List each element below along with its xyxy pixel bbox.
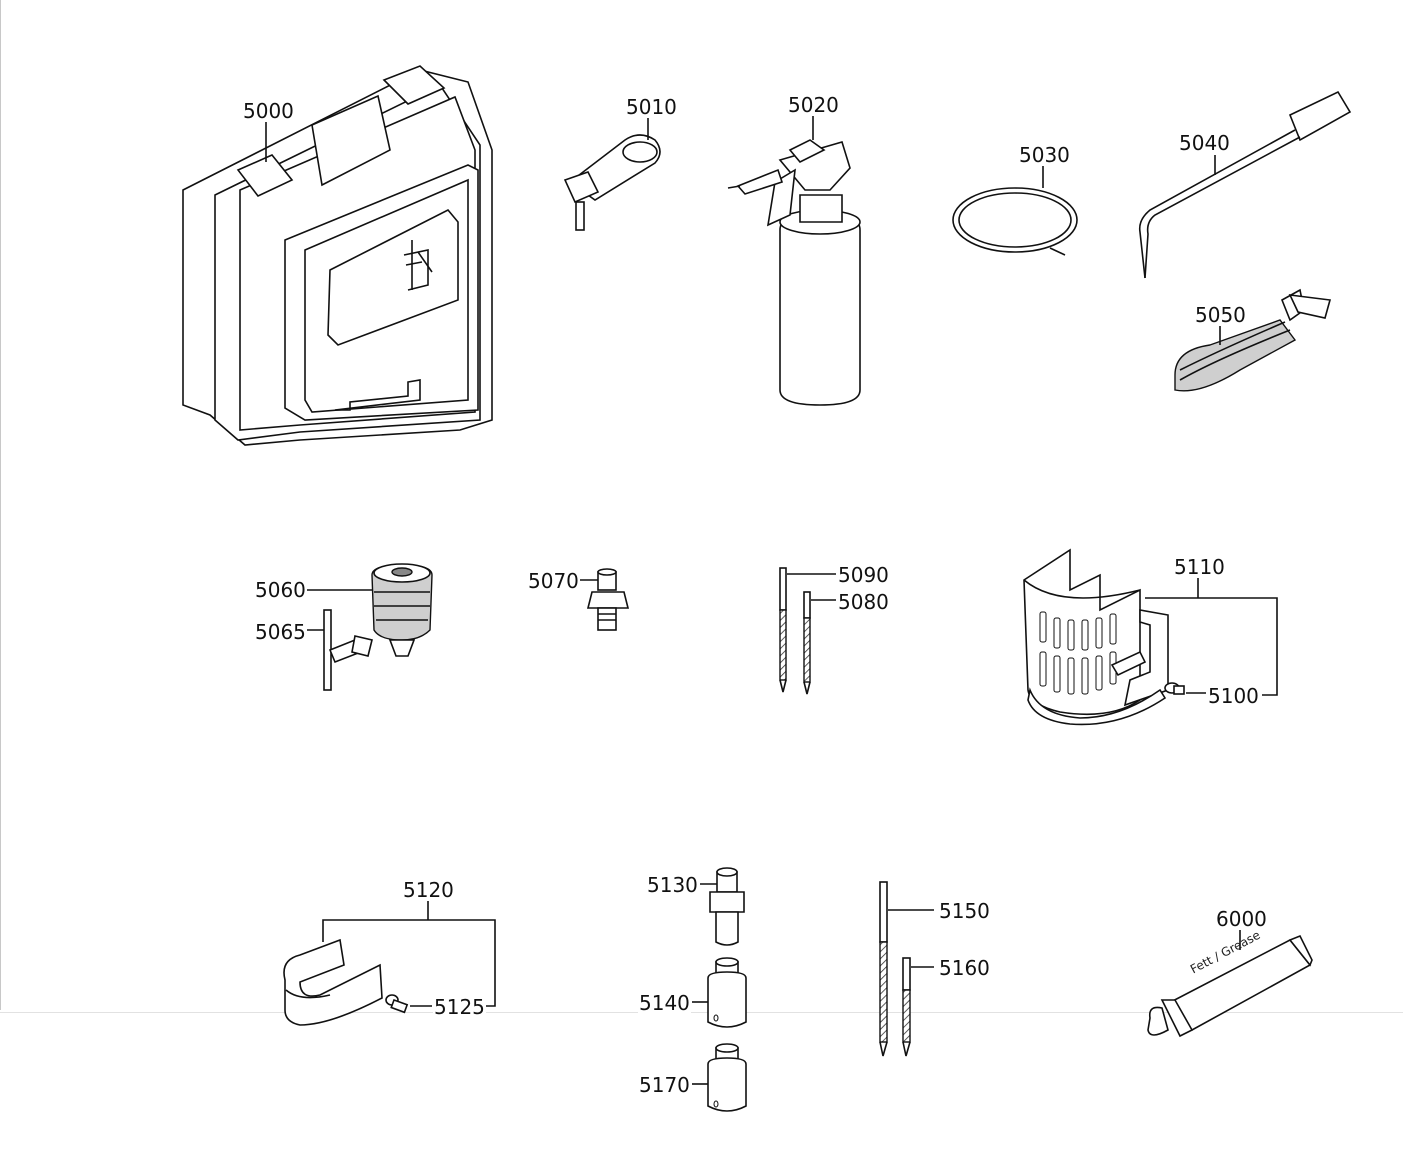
clip-bracket [322,900,496,1007]
case-drawing [182,65,493,446]
guard-drawing [1023,548,1169,726]
part-number-5150: 5150 [938,899,991,923]
drill-bits-drawing [779,567,836,695]
frame-left-rule [0,0,1,1010]
long-bits-drawing [879,881,934,1057]
arbor-a-drawing [700,867,745,946]
part-number-5010: 5010 [625,95,678,119]
part-number-5000: 5000 [242,99,295,123]
part-number-5070: 5070 [527,569,580,593]
clip-screw-drawing [385,994,432,1014]
coupling-a-drawing [692,957,747,1028]
part-number-5020: 5020 [787,93,840,117]
part-number-5040: 5040 [1178,131,1231,155]
ring-drawing [952,166,1078,256]
frame-divider-rule [0,1012,1403,1013]
drill-chuck-drawing [307,563,433,657]
part-number-5065: 5065 [254,620,307,644]
part-number-5170: 5170 [638,1073,691,1097]
guard-bracket [1145,576,1278,696]
part-number-5120: 5120 [402,878,455,902]
part-number-5060: 5060 [254,578,307,602]
part-number-5050: 5050 [1194,303,1247,327]
adapter-drawing [578,568,630,631]
part-number-5090: 5090 [837,563,890,587]
part-number-5160: 5160 [938,956,991,980]
chuck-key-drawing [305,609,373,691]
coupling-b-drawing [692,1043,747,1112]
clip-drawing [283,938,383,1026]
part-number-5125: 5125 [433,995,486,1019]
strap-drawing [1174,288,1332,392]
part-number-5030: 5030 [1018,143,1071,167]
part-number-5080: 5080 [837,590,890,614]
bent-rod-drawing [1138,90,1352,279]
part-number-6000: 6000 [1215,907,1268,931]
part-number-5130: 5130 [646,873,699,897]
part-number-5140: 5140 [638,991,691,1015]
guard-screw-drawing [1164,682,1206,695]
wrench-drawing [563,118,661,231]
grease-tube-drawing [1147,930,1313,1038]
part-number-5100: 5100 [1207,684,1260,708]
spray-bottle-drawing [727,116,861,406]
part-number-5110: 5110 [1173,555,1226,579]
